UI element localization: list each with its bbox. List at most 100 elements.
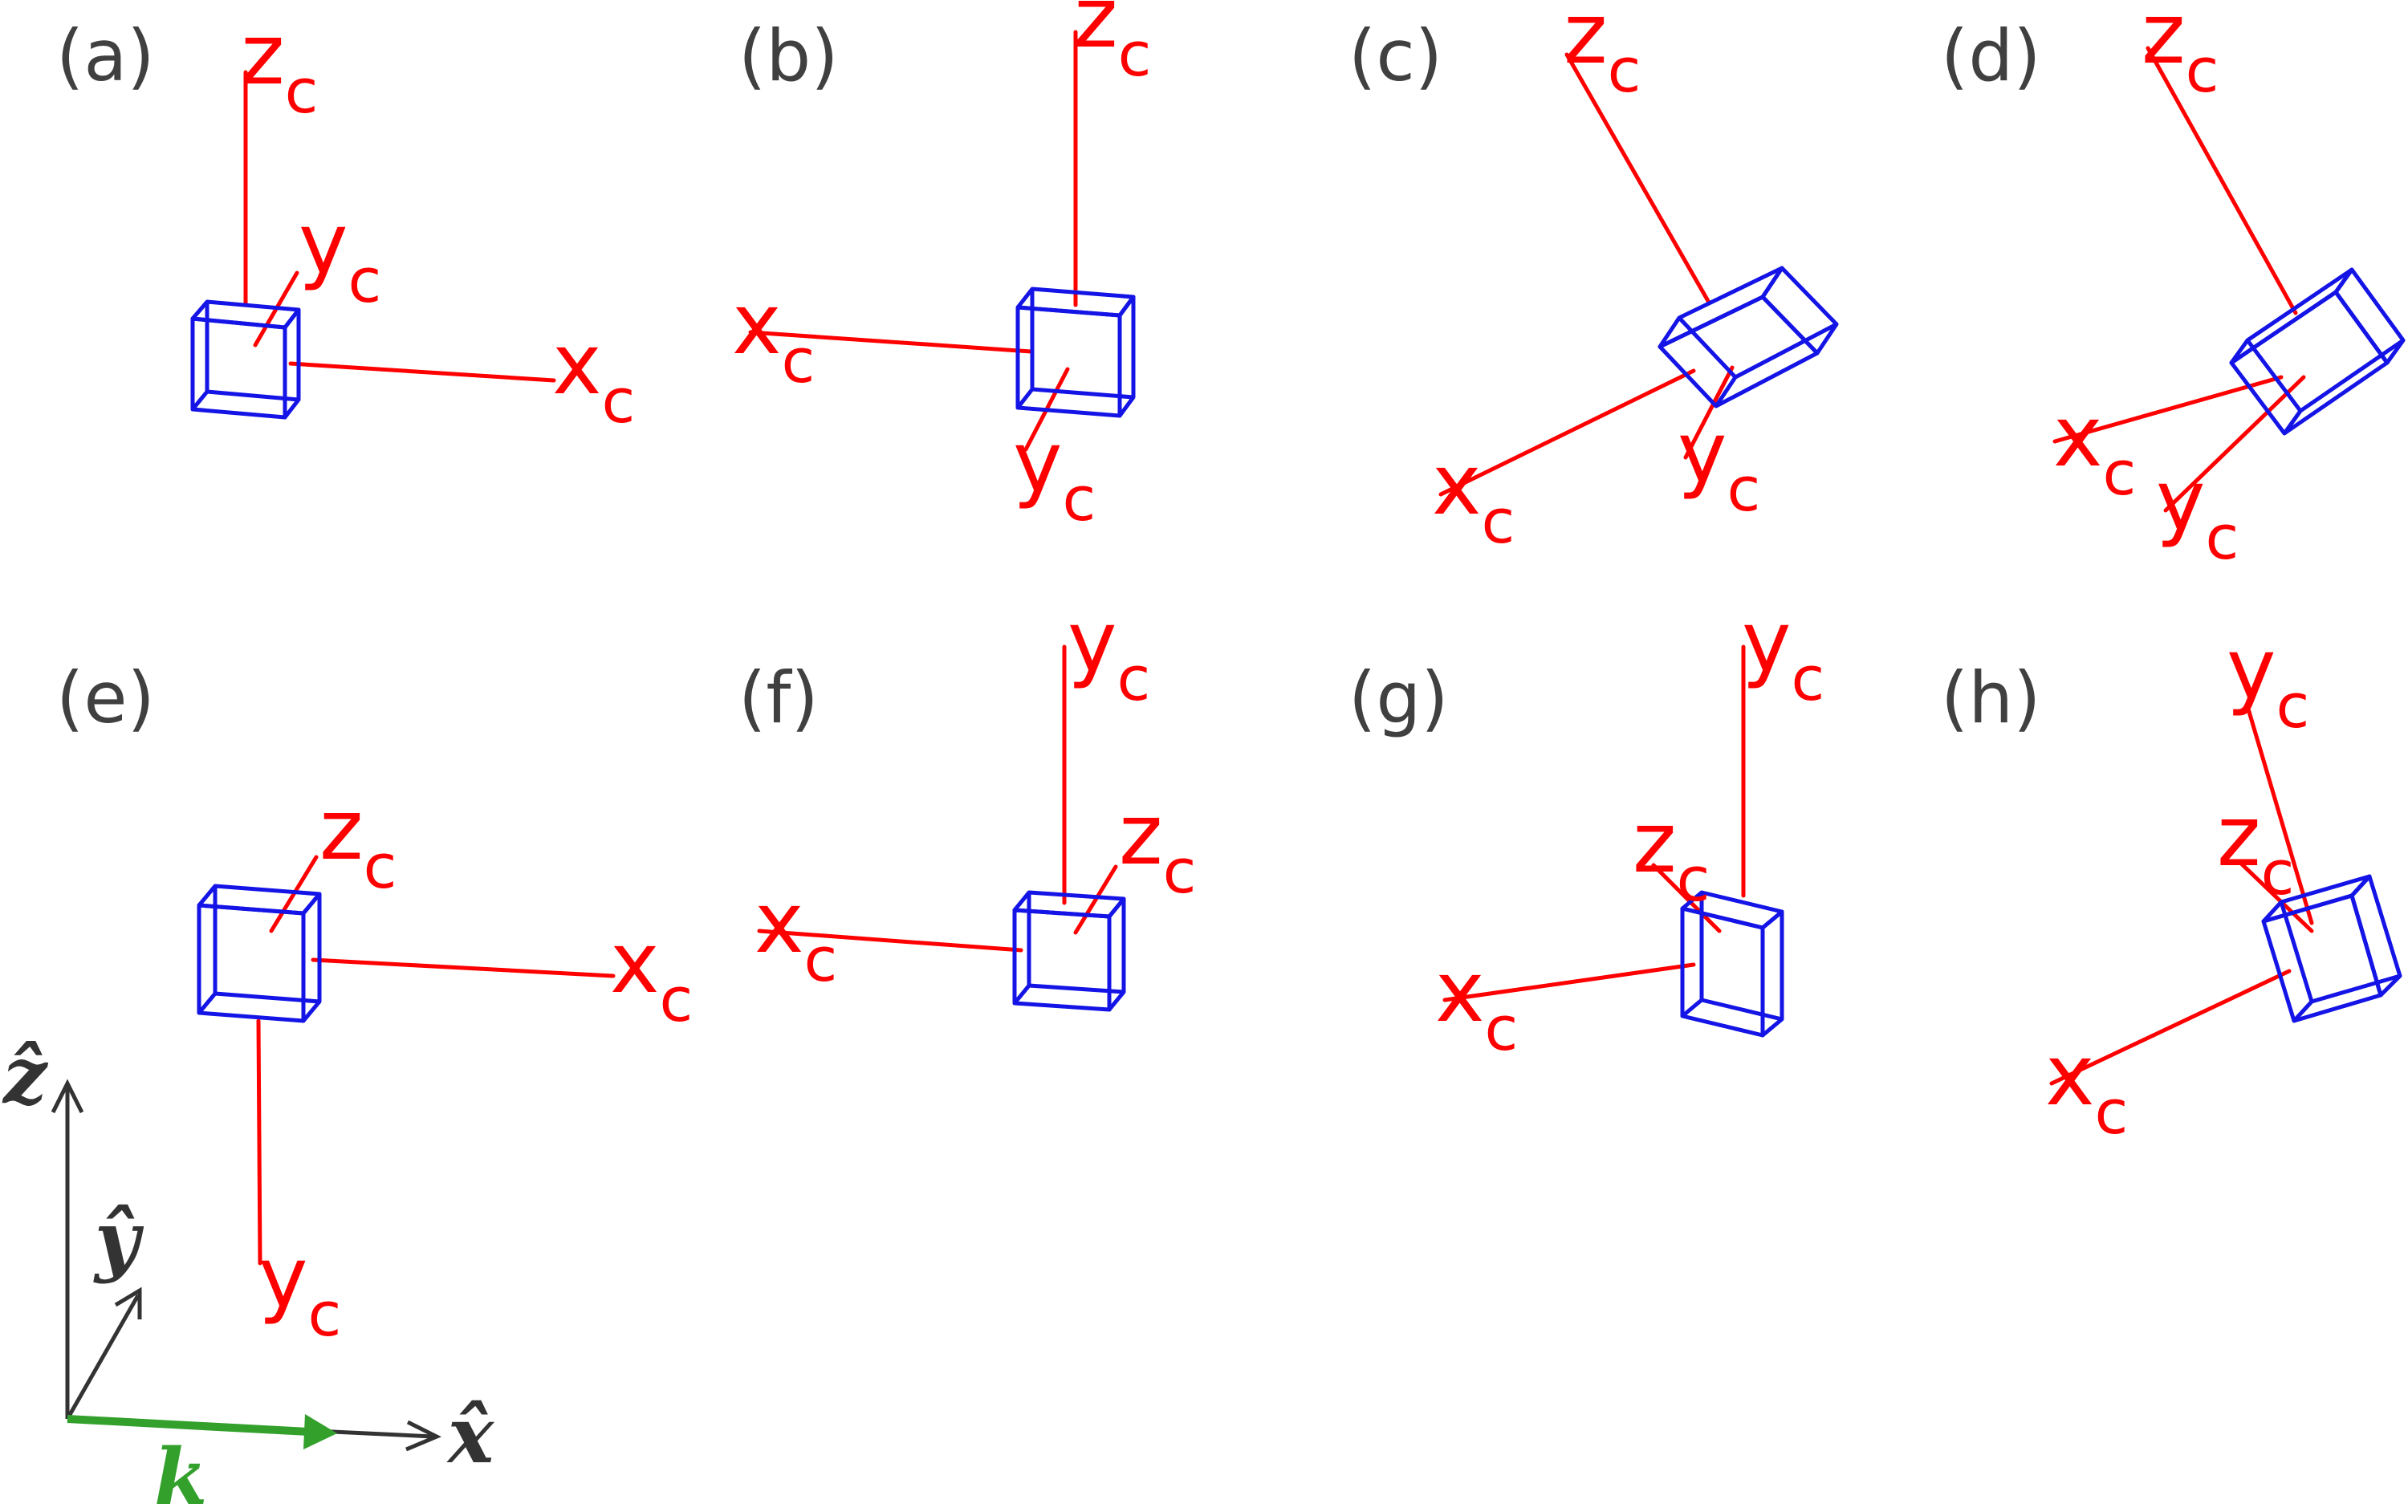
panel-label: (d) — [1941, 14, 2041, 97]
axis-symbol: y — [1013, 413, 1063, 511]
axis-line-x — [2052, 375, 2284, 444]
panel-c: (c) zc xc yc — [1348, 0, 1839, 557]
axis-subscript: c — [602, 365, 636, 437]
axis-label-y: yc — [1678, 404, 1760, 525]
cube-hidden-edges — [1681, 998, 1783, 1022]
axis-label-y: yc — [1068, 593, 1150, 714]
axis-symbol: z — [1074, 0, 1118, 67]
axis-subscript: c — [1608, 35, 1641, 106]
axis-line-y — [256, 1018, 262, 1266]
axis-label-x: xc — [552, 315, 635, 437]
panel-label: (c) — [1348, 14, 1442, 97]
axis-subscript: c — [285, 55, 319, 127]
axis-subscript: c — [2186, 35, 2219, 106]
cube — [2261, 874, 2402, 1023]
axis-symbol: z — [1564, 0, 1608, 83]
axis-line-y — [1683, 365, 1735, 460]
cube-hidden-edge — [2279, 901, 2314, 1002]
cube-front-face — [2229, 290, 2390, 436]
axis-symbol: y — [2227, 620, 2276, 718]
axis-label-y: yc — [2156, 452, 2239, 573]
axis-symbol: x — [732, 275, 782, 373]
cube-front-face — [1658, 295, 1820, 408]
axis-line-x — [288, 361, 556, 383]
axis-subscript: c — [2103, 437, 2137, 509]
lab-axis-x-arrowhead — [405, 1420, 441, 1452]
axis-line-z — [2237, 860, 2314, 933]
panel-label: (a) — [56, 14, 155, 97]
axis-label-z: zc — [1564, 0, 1641, 106]
panel-label: (h) — [1941, 656, 2040, 739]
cube — [190, 299, 301, 420]
lab-frame: ẑ ŷ x̂ k — [2, 1030, 495, 1512]
cube — [1012, 890, 1126, 1012]
panel-g: (g) yc zc xc — [1348, 593, 1824, 1064]
axis-label-y: yc — [258, 1229, 341, 1350]
axis-line-z — [1564, 52, 1710, 303]
axis-label-x: xc — [610, 914, 693, 1035]
cube — [2229, 267, 2406, 436]
axis-line-z — [1651, 863, 1722, 933]
axis-subscript: c — [2276, 670, 2310, 742]
axis-line-y — [2245, 704, 2314, 925]
wavevector-k — [67, 1415, 309, 1436]
panel-d: (d) zc xc yc — [1941, 0, 2406, 573]
lab-label-z: ẑ — [2, 1030, 49, 1121]
axis-subscript: c — [2095, 1076, 2129, 1148]
axis-line-x — [2049, 969, 2292, 1086]
axis-symbol: x — [610, 914, 660, 1012]
axis-line-z — [2146, 46, 2298, 315]
axis-subscript: c — [1118, 18, 1152, 90]
axis-subscript: c — [1063, 463, 1096, 534]
axis-subscript: c — [2261, 837, 2295, 908]
axis-label-y: yc — [1013, 413, 1096, 534]
cube-side-face — [1760, 266, 1839, 356]
axis-subscript: c — [1677, 843, 1710, 915]
axis-symbol: z — [2142, 0, 2186, 83]
axis-label-z: zc — [2142, 0, 2219, 106]
panel-label: (f) — [738, 656, 819, 739]
cube — [1658, 266, 1839, 408]
axis-label-z: zc — [2217, 787, 2294, 908]
axis-symbol: z — [319, 781, 364, 879]
axis-symbol: z — [2217, 787, 2261, 885]
axis-line-z — [1073, 864, 1118, 935]
axis-label-x: xc — [2053, 388, 2136, 509]
axis-label-x: xc — [1432, 436, 1515, 557]
axis-symbol: x — [1435, 943, 1485, 1041]
axis-subscript: c — [1792, 643, 1825, 714]
axis-subscript: c — [1727, 453, 1761, 525]
cube-top-face — [1658, 266, 1784, 349]
lab-label-y: ŷ — [93, 1194, 144, 1285]
axis-symbol: y — [1068, 593, 1117, 691]
lab-axis-y — [65, 1294, 140, 1421]
cube-hidden-edges — [191, 389, 299, 411]
cube-hidden-edges — [1714, 322, 1838, 408]
axis-symbol: z — [241, 6, 285, 104]
wavevector-k-arrowhead — [303, 1414, 337, 1449]
axis-label-x: xc — [1435, 943, 1518, 1064]
axis-label-x: xc — [732, 275, 815, 396]
axis-label-y: yc — [1742, 593, 1824, 714]
axis-subscript: c — [2206, 502, 2239, 573]
axis-symbol: y — [2156, 452, 2206, 550]
axis-label-z: zc — [1074, 0, 1151, 90]
axis-symbol: x — [552, 315, 602, 413]
axis-line-x — [1438, 368, 1696, 497]
axis-label-x: xc — [2045, 1026, 2128, 1148]
axis-subscript: c — [308, 1278, 342, 1350]
axis-label-z: zc — [1633, 794, 1710, 915]
axis-symbol: y — [299, 195, 348, 293]
axis-line-x — [748, 330, 1033, 354]
axis-line-x — [311, 957, 616, 978]
axis-symbol: y — [258, 1229, 308, 1327]
axis-subscript: c — [348, 245, 382, 316]
axis-line-y — [2163, 375, 2306, 513]
axis-label-x: xc — [755, 874, 837, 995]
panel-e: (e) zc xc yc — [56, 656, 693, 1350]
axis-label-z: zc — [319, 781, 397, 902]
axis-subscript: c — [1482, 486, 1515, 557]
cube-hidden-edge — [1678, 316, 1737, 379]
cube-hidden-edge — [2246, 339, 2302, 413]
axis-label-y: yc — [299, 195, 381, 316]
